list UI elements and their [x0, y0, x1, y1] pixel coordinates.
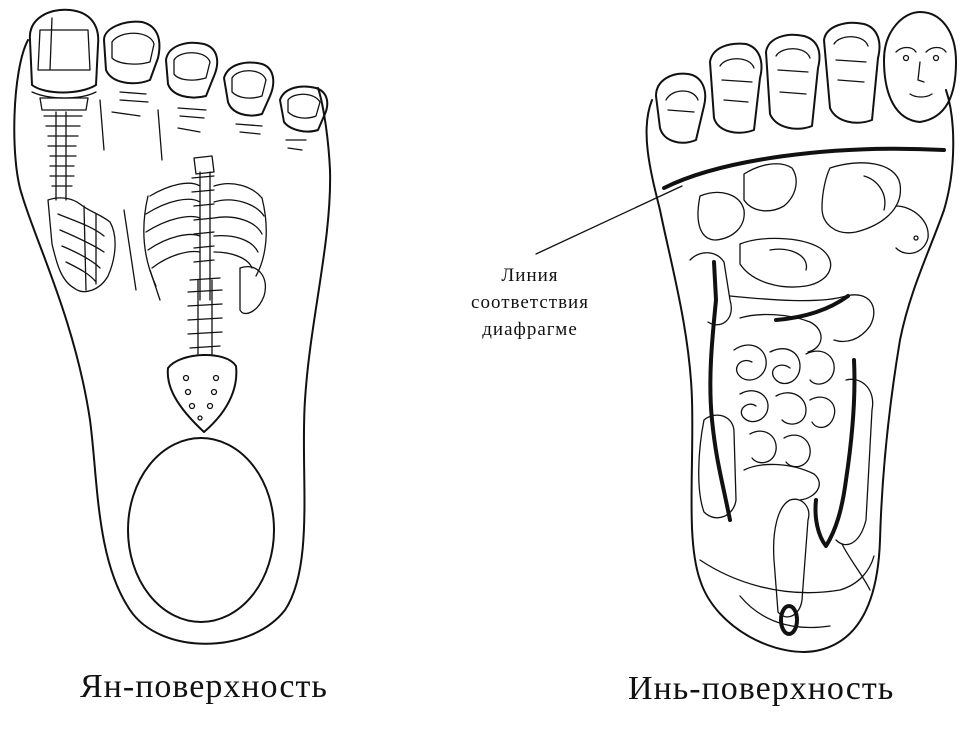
yang-vertebrae	[40, 98, 115, 292]
yang-small-toes	[100, 22, 327, 160]
yin-small-toes	[656, 23, 879, 143]
yang-foot	[14, 10, 330, 644]
yang-surface-caption: Ян-поверхность	[80, 668, 328, 706]
yin-diaphragm-line	[664, 149, 944, 188]
diaphragm-pointer-line	[536, 186, 682, 254]
yang-foot-outline	[14, 40, 330, 644]
yang-big-toe	[30, 10, 98, 93]
yin-colon-right	[815, 360, 854, 546]
yin-surface-caption: Инь-поверхность	[628, 670, 894, 708]
yang-spine-ribcage	[124, 156, 266, 432]
yin-big-toe-face	[884, 12, 956, 122]
yin-colon-left	[710, 262, 730, 520]
diaphragm-annotation: Линия соответствия диафрагме	[430, 262, 630, 343]
yin-organs	[690, 163, 928, 634]
yang-heel-oval	[128, 438, 274, 622]
diaphragm-annotation-line-1: Линия	[430, 262, 630, 289]
diaphragm-annotation-line-3: диафрагме	[430, 316, 630, 343]
yang-sacrum	[168, 355, 237, 432]
diaphragm-annotation-line-2: соответствия	[430, 289, 630, 316]
